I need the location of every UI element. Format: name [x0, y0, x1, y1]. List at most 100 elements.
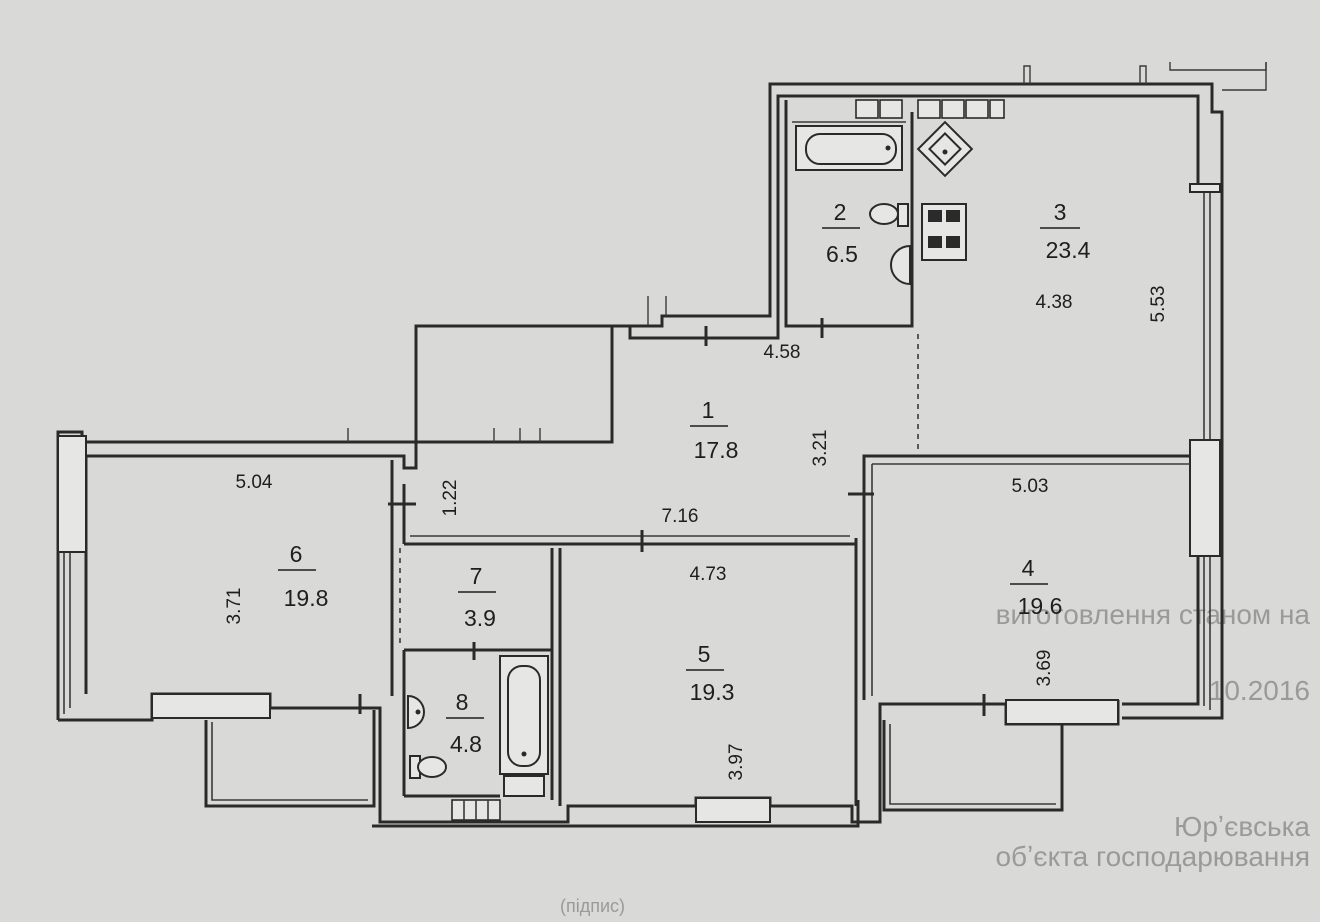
- bottom-walls: [58, 692, 1120, 828]
- window-block-room6: [151, 693, 271, 719]
- corridor-bottom-wall: [404, 538, 858, 546]
- room-7-area: 3.9: [464, 605, 496, 631]
- room-1-label: 1 17.8: [690, 397, 738, 463]
- burner: [946, 236, 960, 248]
- balcony-right-inner: [889, 724, 1056, 805]
- room-7-number: 7: [470, 563, 483, 589]
- window-block-room5: [695, 797, 771, 823]
- bathtub-inner: [805, 133, 897, 165]
- bathtub-room8: [499, 655, 549, 797]
- dim-hall-corridor-length: 7.16: [662, 506, 699, 527]
- room-4-area: 19.6: [1018, 593, 1063, 619]
- inner-wall-right: [1122, 450, 1200, 706]
- ghost-line-4: обʼєкта господарювання: [995, 841, 1310, 872]
- sink-room2: [890, 244, 911, 286]
- bathtub-drain: [885, 145, 891, 151]
- burner: [946, 210, 960, 222]
- fixtures: [407, 99, 1005, 821]
- room-3-label: 3 23.4: [1040, 199, 1091, 263]
- wall-bathroom2: [784, 100, 914, 328]
- opening-top-4: [1222, 62, 1267, 91]
- burner: [928, 210, 942, 222]
- tile: [941, 99, 965, 119]
- dim-corridor-height: 1.22: [440, 480, 461, 517]
- room-8-area: 4.8: [450, 731, 482, 757]
- opening-marks: [347, 62, 1267, 442]
- door-marks: [358, 318, 986, 716]
- sink-basin: [890, 244, 911, 286]
- balcony-left-inner: [211, 722, 368, 801]
- dim-room6-length: 3.71: [224, 588, 245, 625]
- dim-room4-length: 3.69: [1034, 650, 1055, 687]
- room-6-area: 19.8: [284, 585, 329, 611]
- vent-bottom: [451, 799, 501, 821]
- room-3-area: 23.4: [1046, 237, 1091, 263]
- dim-room5-width: 4.73: [690, 564, 727, 585]
- tile: [917, 99, 941, 119]
- dim-hall-top-width: 4.58: [764, 342, 801, 363]
- balcony-left: [204, 710, 376, 808]
- pier-right-2: [1189, 439, 1221, 557]
- dim-room6-width: 5.04: [236, 472, 273, 493]
- exterior-walls: [56, 82, 1224, 720]
- room-8-label: 8 4.8: [446, 689, 484, 757]
- opening-top-3: [1169, 62, 1267, 71]
- stove: [921, 203, 967, 261]
- pier-right-1: [1189, 183, 1221, 193]
- sink8-drain: [415, 709, 421, 715]
- opening-top-2: [1139, 65, 1147, 84]
- tile: [879, 99, 903, 119]
- kitchen-sink: [916, 120, 974, 178]
- bathtub8-drain: [521, 751, 527, 757]
- room-5-label: 5 19.3: [686, 641, 734, 705]
- room-2-label: 2 6.5: [822, 199, 860, 267]
- opening-top-1: [1023, 65, 1031, 84]
- room-1-number: 1: [702, 397, 715, 423]
- inner-wall-line: [84, 94, 1200, 694]
- room-5-area: 19.3: [690, 679, 735, 705]
- window-block-room4: [1005, 699, 1119, 725]
- dimension-labels: 4.58 3.21 7.16 1.22 4.38 5.53 5.03 3.69 …: [224, 286, 1169, 781]
- dim-room5-length: 3.97: [726, 744, 747, 781]
- tile: [989, 99, 1005, 119]
- dim-kitchen-length: 5.53: [1148, 286, 1169, 323]
- background-stamp-text: виготовлення станом на 10.2016 Юрʼєвська…: [560, 599, 1310, 916]
- toilet-bowl: [869, 203, 899, 225]
- room-1-area: 17.8: [694, 437, 739, 463]
- room-2-area: 6.5: [826, 241, 858, 267]
- kitchen-tiles: [855, 99, 1005, 119]
- bathtub-room2: [795, 125, 903, 171]
- dim-hall-height: 3.21: [810, 430, 831, 467]
- toilet8-bowl: [417, 756, 447, 778]
- ghost-line-5: (підпис): [560, 896, 625, 916]
- room-labels: 1 17.8 2 6.5 3 23.4 4 19.6 5 19.3 6 19.8: [278, 199, 1091, 757]
- bathtub8-step: [503, 775, 545, 797]
- toilet-tank: [897, 203, 909, 227]
- dim-room4-width: 5.03: [1012, 476, 1049, 497]
- tile: [855, 99, 879, 119]
- kitchen-sink-inner: [928, 132, 962, 166]
- ghost-line-2: 10.2016: [1209, 675, 1310, 706]
- room-3-number: 3: [1054, 199, 1067, 225]
- bottom-wall-outer: [372, 800, 860, 828]
- dim-kitchen-width: 4.38: [1036, 292, 1073, 313]
- toilet-room8: [409, 755, 447, 779]
- interior-partitions: [390, 100, 1190, 806]
- pier-left: [57, 435, 87, 553]
- toilet-room2: [869, 203, 909, 227]
- burner: [928, 236, 942, 248]
- bathtub8-inner: [507, 665, 541, 767]
- room-8-number: 8: [456, 689, 469, 715]
- room-2-number: 2: [834, 199, 847, 225]
- room-6-label: 6 19.8: [278, 541, 328, 611]
- sink-room8: [407, 694, 425, 730]
- balcony-right: [882, 720, 1064, 812]
- wall-room4: [862, 454, 1190, 700]
- kitchen-sink-drain: [942, 149, 948, 155]
- room-4-number: 4: [1022, 555, 1035, 581]
- room-6-number: 6: [290, 541, 303, 567]
- room-5-number: 5: [698, 641, 711, 667]
- room-4-label: 4 19.6: [1010, 555, 1062, 619]
